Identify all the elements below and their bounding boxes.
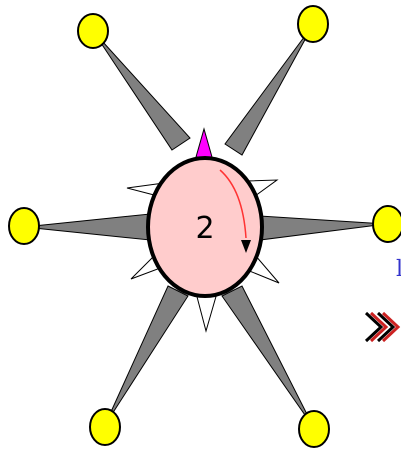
spoke-lower-right	[221, 285, 315, 429]
pointer-triangle-icon	[195, 127, 213, 158]
double-chevron-right-icon[interactable]	[364, 311, 401, 343]
edge-partial-letter: l	[396, 257, 401, 282]
hub-body[interactable]	[146, 156, 264, 298]
spoke-upper-right	[224, 24, 314, 156]
end-node-right[interactable]	[372, 205, 401, 243]
end-node-lower-left[interactable]	[89, 408, 121, 446]
rotate-arrowhead-icon	[241, 240, 251, 253]
spoke-upper-left	[92, 30, 191, 151]
end-node-upper-left[interactable]	[77, 13, 109, 49]
hub-value: 2	[195, 211, 214, 246]
spoke-lower-left	[104, 285, 189, 426]
spoke-left	[23, 213, 151, 241]
end-node-left[interactable]	[8, 207, 40, 245]
rotate-clockwise-arrow-icon	[219, 169, 247, 239]
hub[interactable]: 2	[146, 156, 264, 298]
end-nodes-group	[8, 5, 401, 448]
spike-bottom	[195, 292, 218, 333]
end-node-lower-right[interactable]	[298, 410, 330, 448]
end-node-upper-right[interactable]	[297, 5, 329, 43]
spoke-right	[259, 215, 387, 241]
